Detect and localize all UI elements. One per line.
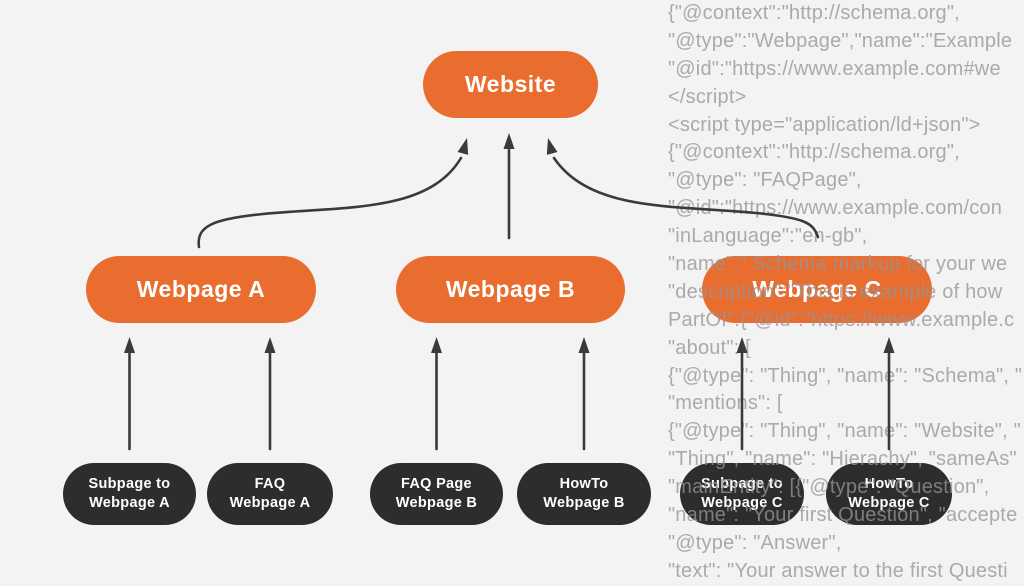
arrow-subpage-a-to-webpage-a <box>124 337 135 451</box>
node-howto-webpage-b-label: HowTo Webpage B <box>543 476 625 511</box>
node-webpage-a-label: Webpage A <box>136 276 266 302</box>
arrow-subpage-c-to-webpage-c <box>736 337 748 451</box>
node-faq-webpage-a-label: FAQ Webpage A <box>229 476 311 511</box>
arrow-faq-a-to-webpage-a <box>264 337 276 451</box>
node-website-label: Website <box>464 71 557 97</box>
arrow-webpage-b-to-website <box>503 133 515 240</box>
node-website: Website <box>423 51 598 118</box>
node-webpage-a: Webpage A <box>86 256 316 323</box>
node-subpage-to-webpage-c-label: Subpage to Webpage C <box>701 476 783 511</box>
node-faq-page-webpage-b-label: FAQ Page Webpage B <box>395 476 478 511</box>
node-webpage-b-label: Webpage B <box>445 276 576 302</box>
arrow-howto-b-to-webpage-b <box>578 337 590 451</box>
node-howto-webpage-b: HowTo Webpage B <box>517 463 651 525</box>
node-webpage-c-label: Webpage C <box>752 276 882 302</box>
node-howto-webpage-c-label: HowTo Webpage C <box>848 476 930 511</box>
node-subpage-to-webpage-a-label: Subpage to Webpage A <box>88 476 171 511</box>
node-subpage-to-webpage-a: Subpage to Webpage A <box>63 463 196 525</box>
arrow-webpage-a-to-website <box>197 138 469 249</box>
arrow-howto-c-to-webpage-c <box>883 337 895 451</box>
node-howto-webpage-c: HowTo Webpage C <box>826 463 952 525</box>
node-faq-page-webpage-b: FAQ Page Webpage B <box>370 463 503 525</box>
arrow-faq-page-b-to-webpage-b <box>431 337 442 451</box>
node-webpage-b: Webpage B <box>396 256 625 323</box>
node-subpage-to-webpage-c: Subpage to Webpage C <box>680 463 804 525</box>
arrow-webpage-c-to-website <box>546 138 820 239</box>
node-webpage-c: Webpage C <box>702 256 932 323</box>
node-faq-webpage-a: FAQ Webpage A <box>207 463 333 525</box>
